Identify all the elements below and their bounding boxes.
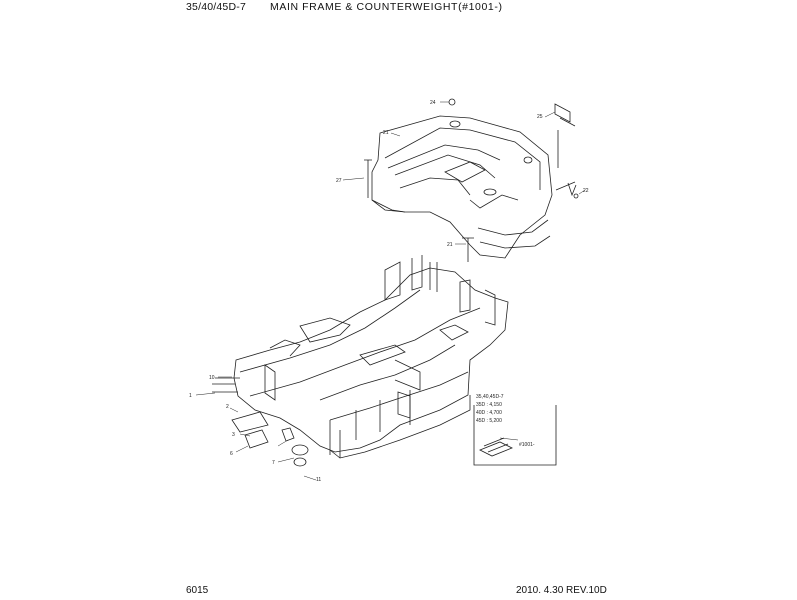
callout-1: 1 bbox=[189, 393, 192, 399]
page-number: 6015 bbox=[186, 585, 209, 596]
main-frame bbox=[212, 255, 509, 467]
callout-27: 27 bbox=[336, 178, 342, 184]
model-number: 35/40/45D-7 bbox=[186, 1, 246, 13]
callout-22: 22 bbox=[583, 188, 589, 194]
inset-note-4: 45D : 5,200 bbox=[476, 418, 502, 424]
callout-24: 24 bbox=[430, 100, 436, 106]
counterweight bbox=[364, 98, 579, 262]
callout-21: 21 bbox=[383, 130, 389, 136]
callout-10: 10 bbox=[209, 375, 215, 381]
callouts: 24 25 21 27 22 21 1 10 2 3 6 7 11 bbox=[189, 100, 589, 483]
inset-note-2: 35D : 4,150 bbox=[476, 402, 502, 408]
callout-3: 3 bbox=[232, 432, 235, 438]
revision-info: 2010. 4.30 REV.10D bbox=[516, 585, 607, 596]
callout-6: 6 bbox=[230, 451, 233, 457]
inset-note-1: 35,40,45D-7 bbox=[476, 394, 504, 400]
callout-25: 25 bbox=[537, 114, 543, 120]
callout-11: 11 bbox=[316, 477, 321, 483]
inset-box bbox=[473, 405, 557, 466]
inset-note-3: 40D : 4,700 bbox=[476, 410, 502, 416]
callout-7: 7 bbox=[272, 460, 275, 466]
leader-lines bbox=[195, 101, 586, 481]
callout-21b: 21 bbox=[447, 242, 453, 248]
inset-tag: #1001- bbox=[519, 442, 535, 448]
callout-2: 2 bbox=[226, 404, 229, 410]
diagram-title: MAIN FRAME & COUNTERWEIGHT(#1001-) bbox=[270, 1, 503, 13]
inset-notes: 35,40,45D-7 35D : 4,150 40D : 4,700 45D … bbox=[476, 394, 535, 448]
